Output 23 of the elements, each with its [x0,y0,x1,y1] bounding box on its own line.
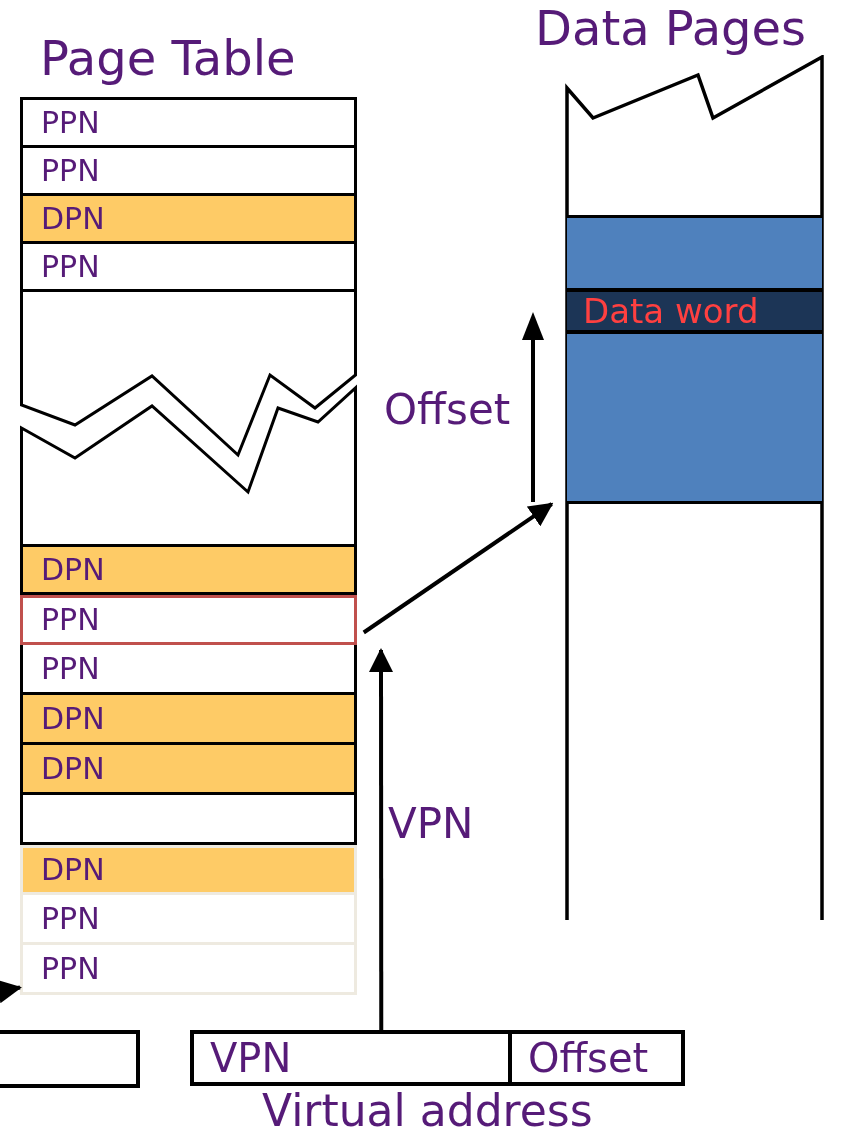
table-row [20,795,357,845]
data-word-row: Data word [567,288,822,334]
table-row: PPN [20,595,357,645]
table-row: PPN [20,895,357,945]
column-title: Page Table [40,30,296,86]
address-field [0,1030,140,1088]
table-row: PPN [20,244,357,292]
table-row: PPN [20,97,357,148]
arrow [369,648,393,1030]
table-row: DPN [20,544,357,595]
table-row: DPN [20,196,357,244]
offset-label: Offset [384,386,511,434]
table-row: PPN [20,645,357,695]
data-page-block [567,215,822,504]
table-row: DPN [20,845,357,895]
table-row: DPN [20,745,357,795]
table-row: DPN [20,695,357,745]
address-caption: Virtual address [262,1086,593,1136]
arrow [362,502,554,635]
column-title: Data Pages [535,0,807,56]
table-row: PPN [20,945,357,995]
table-row: PPN [20,148,357,196]
arrow [0,979,22,1004]
